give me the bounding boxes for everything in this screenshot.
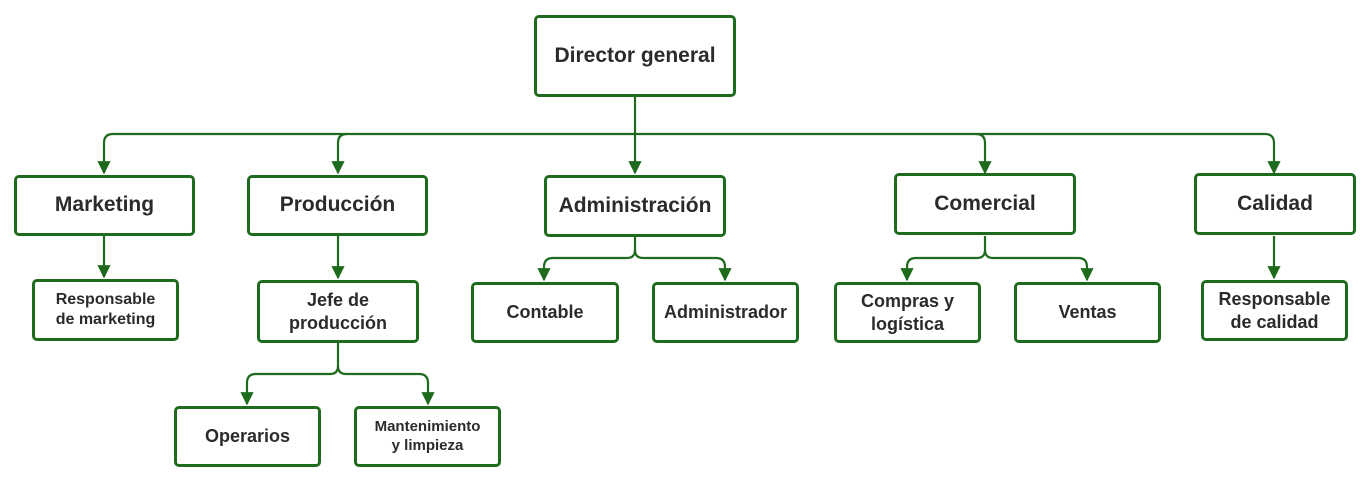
node-label-line: producción [289, 312, 387, 333]
node-administracion: Administración [544, 175, 726, 237]
node-label: Calidad [1237, 191, 1313, 215]
node-jefe-produccion: Jefe de producción [257, 280, 419, 343]
node-marketing: Marketing [14, 175, 195, 236]
connector-jefe-mant [336, 365, 435, 406]
node-contable: Contable [471, 282, 619, 343]
node-responsable-marketing: Responsable de marketing [32, 279, 179, 341]
node-label: Administrador [663, 302, 787, 323]
node-label-line: Compras y [860, 291, 955, 311]
connector-level1-bar [102, 132, 1276, 144]
node-label-line: de marketing [55, 311, 156, 328]
node-label: Contable [506, 302, 584, 323]
connector-jefe-bar [240, 343, 340, 406]
node-administrador: Administrador [652, 282, 799, 343]
node-label-line: logística [870, 313, 944, 334]
node-mantenimiento-limpieza: Mantenimiento y limpieza [354, 406, 501, 467]
node-label-line: Jefe de [306, 290, 370, 310]
node-label-line: Responsable [55, 291, 156, 308]
node-responsable-calidad: Responsable de calidad [1201, 280, 1348, 341]
connector-comercial-compras [900, 236, 987, 282]
node-label-line: de calidad [1230, 311, 1319, 332]
node-label: Producción [279, 193, 396, 217]
connector-to-produccion [331, 132, 348, 175]
node-label: Ventas [1058, 302, 1117, 323]
node-produccion: Producción [247, 175, 428, 236]
node-label: Operarios [204, 426, 291, 447]
node-comercial: Comercial [894, 173, 1076, 235]
node-label: Director general [554, 43, 716, 67]
node-calidad: Calidad [1194, 173, 1356, 235]
connector-comercial-ventas [983, 249, 1094, 282]
connector-admin-contable [537, 237, 637, 282]
node-ventas: Ventas [1014, 282, 1161, 343]
node-label-line: Mantenimiento [374, 417, 481, 435]
node-label: Comercial [934, 191, 1036, 215]
connector-admin-administrador [633, 249, 732, 282]
node-label-line: y limpieza [391, 436, 464, 454]
node-operarios: Operarios [174, 406, 321, 467]
node-label-line: Responsable [1218, 289, 1331, 309]
node-director-general: Director general [534, 15, 736, 97]
node-label: Marketing [54, 193, 155, 217]
node-compras-logistica: Compras y logística [834, 282, 981, 343]
node-label: Administración [558, 193, 712, 217]
connector-to-comercial [975, 132, 992, 175]
